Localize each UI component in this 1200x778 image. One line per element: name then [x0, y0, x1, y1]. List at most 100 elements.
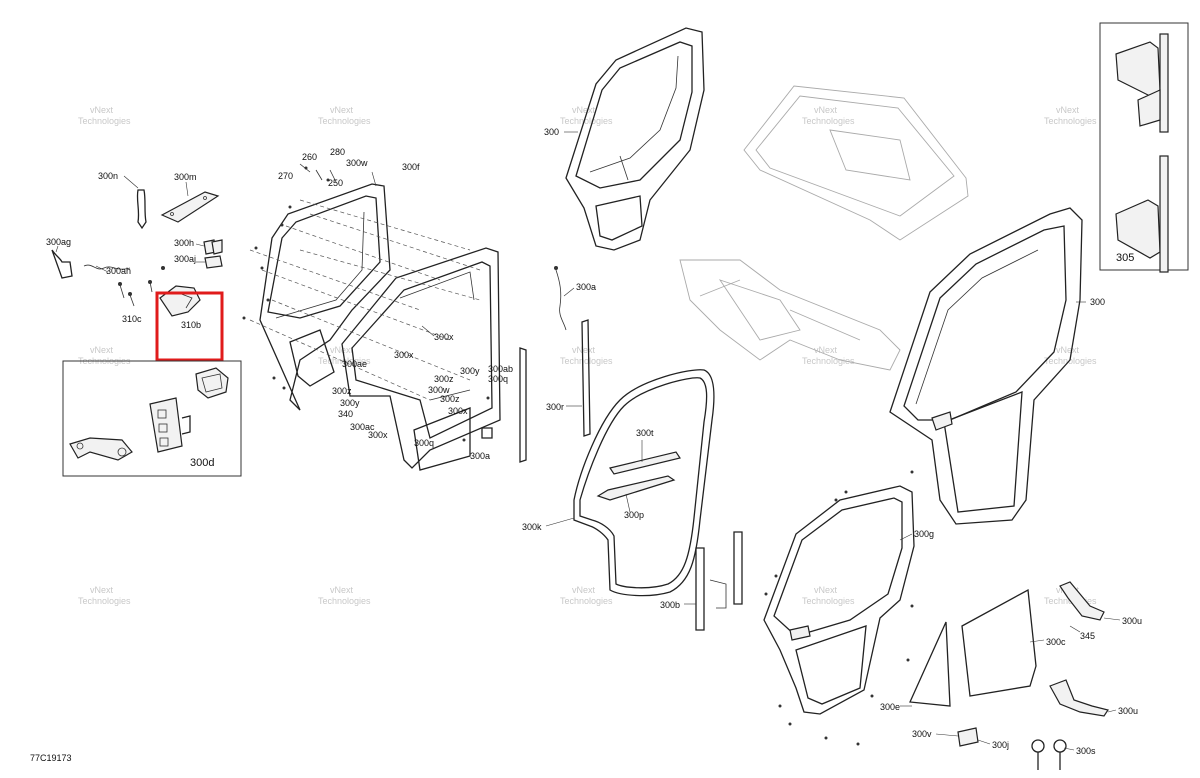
svg-text:Technologies: Technologies	[802, 116, 855, 126]
svg-text:Technologies: Technologies	[78, 596, 131, 606]
callout-300n[interactable]: 300n	[98, 171, 118, 181]
callout-300s[interactable]: 300s	[1076, 746, 1096, 756]
callout-300t[interactable]: 300t	[636, 428, 654, 438]
part-305-hinge-set[interactable]	[1115, 33, 1169, 273]
callout-310b[interactable]: 310b	[181, 320, 201, 330]
callout-300z-b[interactable]: 300z	[434, 374, 454, 384]
part-300s-keys[interactable]	[1031, 739, 1067, 770]
callout-300y-b[interactable]: 300y	[460, 366, 480, 376]
callout-300f[interactable]: 300f	[402, 162, 420, 172]
callout-300z-a[interactable]: 300z	[332, 386, 352, 396]
callout-300ah[interactable]: 300ah	[106, 266, 131, 276]
callout-270[interactable]: 270	[278, 171, 293, 181]
callout-300w-top[interactable]: 300w	[346, 158, 368, 168]
svg-text:vNext: vNext	[814, 105, 838, 115]
callout-300-top[interactable]: 300	[544, 127, 559, 137]
part-300j-lock[interactable]	[957, 727, 979, 747]
chassis-ghost	[679, 259, 901, 371]
callout-300r[interactable]: 300r	[546, 402, 564, 412]
callout-300j[interactable]: 300j	[992, 740, 1009, 750]
callout-300z-c[interactable]: 300z	[440, 394, 460, 404]
callout-300h[interactable]: 300h	[174, 238, 194, 248]
part-300g-lower-door[interactable]	[763, 485, 915, 715]
callout-310c[interactable]: 310c	[122, 314, 142, 324]
callout-340[interactable]: 340	[338, 409, 353, 419]
part-300t-channel[interactable]	[609, 451, 681, 475]
svg-text:Technologies: Technologies	[560, 596, 613, 606]
part-300ag-latch[interactable]	[51, 249, 73, 279]
callout-345[interactable]: 345	[1080, 631, 1095, 641]
part-300b-hinges[interactable]	[695, 531, 743, 631]
part-300e-glass[interactable]	[909, 621, 951, 707]
callout-305[interactable]: 305	[1116, 252, 1134, 264]
callout-300ac[interactable]: 300ac	[350, 422, 375, 432]
part-310b-handle-cover[interactable]	[159, 285, 201, 317]
callout-300p[interactable]: 300p	[624, 510, 644, 520]
part-310c-screws[interactable]	[118, 266, 165, 307]
part-300ah-cable[interactable]	[83, 264, 131, 270]
part-300r-seal-strip[interactable]	[581, 319, 591, 437]
callout-300x-d[interactable]: 300x	[368, 430, 388, 440]
svg-text:Technologies: Technologies	[560, 116, 613, 126]
part-300p-channel[interactable]	[596, 475, 676, 501]
callout-300a[interactable]: 300a	[576, 282, 596, 292]
svg-text:Technologies: Technologies	[802, 596, 855, 606]
part-300f-door-frame[interactable]	[259, 183, 501, 471]
svg-text:Technologies: Technologies	[560, 356, 613, 366]
lower-door-fasteners	[764, 470, 914, 746]
callout-300x-c[interactable]: 300x	[448, 406, 468, 416]
callout-300c[interactable]: 300c	[1046, 637, 1066, 647]
callout-300x-b[interactable]: 300x	[394, 350, 414, 360]
svg-text:vNext: vNext	[330, 345, 354, 355]
callout-300y-a[interactable]: 300y	[340, 398, 360, 408]
callout-300k[interactable]: 300k	[522, 522, 542, 532]
part-300-door-right[interactable]	[889, 207, 1083, 525]
svg-text:vNext: vNext	[90, 105, 114, 115]
callout-300ag[interactable]: 300ag	[46, 237, 71, 247]
part-300u-hinge-lower[interactable]	[1049, 679, 1109, 717]
svg-text:vNext: vNext	[330, 105, 354, 115]
callout-300x-a[interactable]: 300x	[434, 332, 454, 342]
callout-300ab[interactable]: 300ab	[488, 364, 513, 374]
part-300n-handle[interactable]	[136, 189, 147, 230]
svg-text:vNext: vNext	[1056, 105, 1080, 115]
callout-300d[interactable]: 300d	[190, 457, 214, 469]
part-300a-cable[interactable]	[554, 266, 567, 331]
callout-300u-b[interactable]: 300u	[1118, 706, 1138, 716]
callout-300a-b[interactable]: 300a	[470, 451, 490, 461]
svg-text:vNext: vNext	[330, 585, 354, 595]
part-300-door-upper[interactable]	[565, 27, 705, 251]
part-300c-panel[interactable]	[961, 588, 1037, 697]
callout-300g[interactable]: 300g	[914, 529, 934, 539]
callout-300m[interactable]: 300m	[174, 172, 197, 182]
callout-300e[interactable]: 300e	[880, 702, 900, 712]
svg-text:Technologies: Technologies	[1044, 116, 1097, 126]
callout-300ae[interactable]: 300ae	[342, 359, 367, 369]
callout-300-right[interactable]: 300	[1090, 297, 1105, 307]
diagram-code: 77C19173	[30, 753, 72, 763]
svg-text:vNext: vNext	[572, 105, 596, 115]
callout-300w-b[interactable]: 300w	[428, 385, 450, 395]
svg-text:vNext: vNext	[90, 585, 114, 595]
svg-text:vNext: vNext	[90, 345, 114, 355]
part-300k-window-seal[interactable]	[573, 369, 715, 597]
part-300m-trim-panel[interactable]	[160, 191, 220, 223]
callout-300u-a[interactable]: 300u	[1122, 616, 1142, 626]
callout-300aj[interactable]: 300aj	[174, 254, 196, 264]
callout-280[interactable]: 280	[330, 147, 345, 157]
part-300d-latch-assembly[interactable]	[69, 367, 229, 461]
svg-text:Technologies: Technologies	[78, 116, 131, 126]
part-345-bracket[interactable]	[1059, 581, 1105, 621]
callout-250[interactable]: 250	[328, 178, 343, 188]
callout-300q-b[interactable]: 300q	[414, 438, 434, 448]
callout-300v[interactable]: 300v	[912, 729, 932, 739]
callout-300b[interactable]: 300b	[660, 600, 680, 610]
part-300h-clip[interactable]	[203, 239, 223, 255]
callout-300q-a[interactable]: 300q	[488, 374, 508, 384]
svg-text:vNext: vNext	[814, 585, 838, 595]
part-300aj-clip[interactable]	[204, 255, 223, 269]
svg-text:Technologies: Technologies	[802, 356, 855, 366]
callout-260[interactable]: 260	[302, 152, 317, 162]
